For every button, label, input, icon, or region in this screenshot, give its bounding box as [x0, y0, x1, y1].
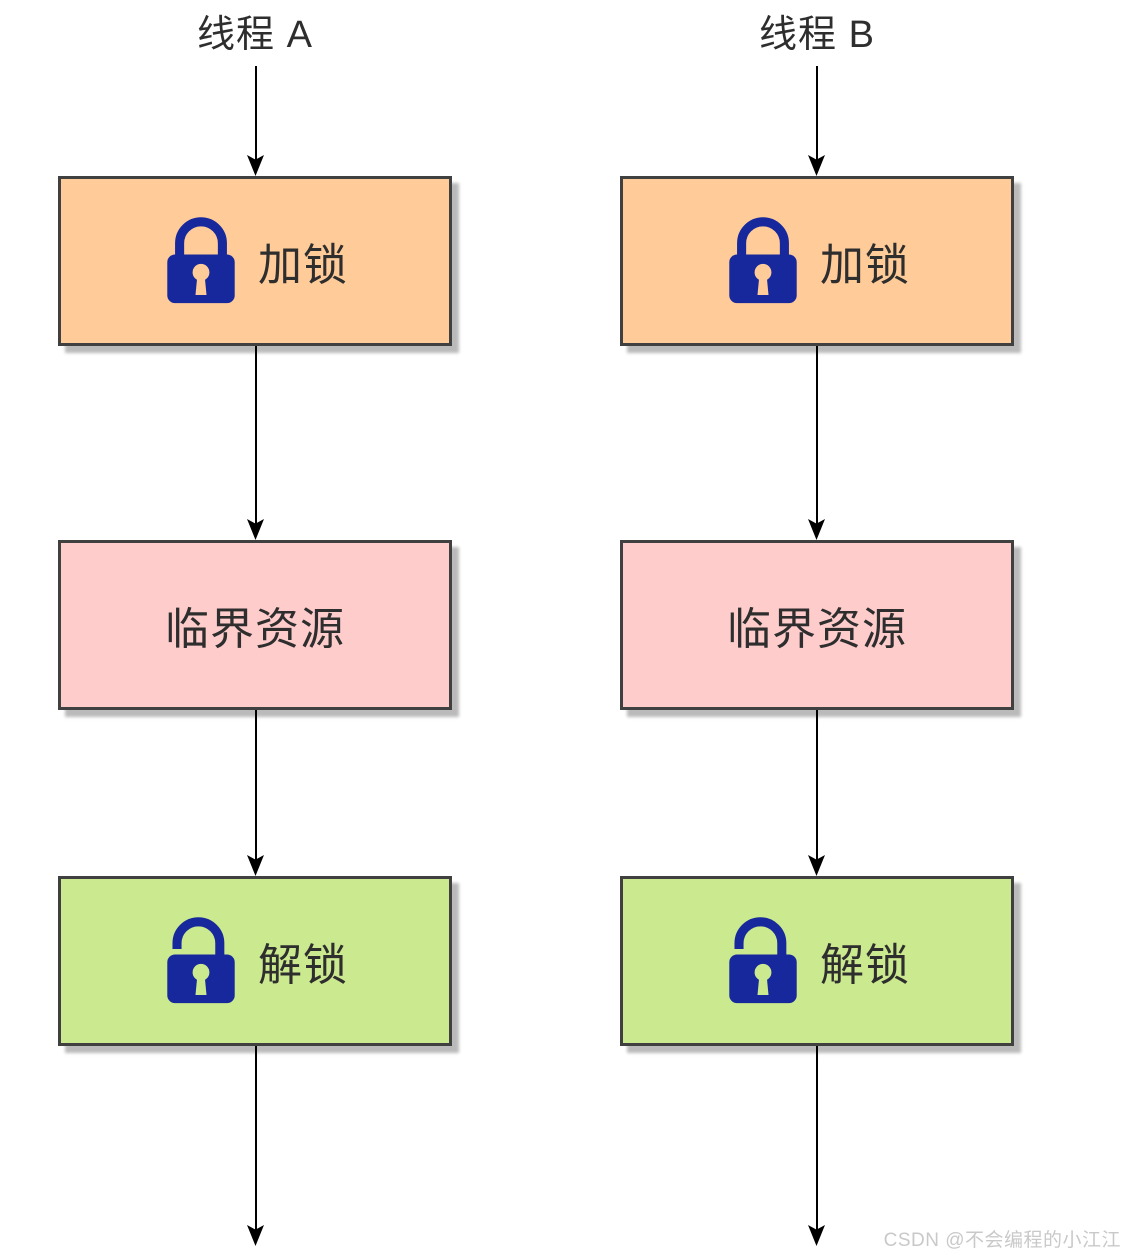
- lock-open-icon: [724, 914, 802, 1008]
- arrow-line: [815, 710, 818, 863]
- flow-arrow: [247, 710, 264, 876]
- unlock-step-box: 解锁: [620, 876, 1014, 1046]
- thread-a-title: 线程 A: [197, 14, 313, 56]
- flow-arrow: [808, 710, 825, 876]
- flow-arrow: [247, 346, 264, 540]
- arrow-line: [815, 66, 818, 163]
- flow-arrow: [247, 66, 264, 176]
- lock-step-box: 加锁: [58, 176, 452, 346]
- arrow-line: [815, 1046, 818, 1233]
- lock-step-box: 加锁: [620, 176, 1014, 346]
- critical-resource-box: 临界资源: [620, 540, 1014, 710]
- arrow-line: [254, 346, 257, 527]
- arrow-line: [254, 66, 257, 163]
- unlock-step-box: 解锁: [58, 876, 452, 1046]
- csdn-watermark: CSDN @不会编程的小江江: [883, 1230, 1121, 1251]
- flow-arrow: [247, 1046, 264, 1246]
- flow-arrow: [808, 1046, 825, 1246]
- box-label: 临界资源: [727, 605, 907, 654]
- arrow-line: [254, 1046, 257, 1233]
- box-label: 加锁: [258, 241, 348, 290]
- lock-closed-icon: [162, 214, 240, 308]
- flow-arrow: [808, 66, 825, 176]
- thread-b-title: 线程 B: [759, 14, 875, 56]
- arrow-line: [815, 346, 818, 527]
- lock-closed-icon: [724, 214, 802, 308]
- box-label: 临界资源: [165, 605, 345, 654]
- box-label: 加锁: [820, 241, 910, 290]
- arrow-line: [254, 710, 257, 863]
- box-label: 解锁: [820, 941, 910, 990]
- critical-resource-box: 临界资源: [58, 540, 452, 710]
- box-label: 解锁: [258, 941, 348, 990]
- lock-open-icon: [162, 914, 240, 1008]
- flow-arrow: [808, 346, 825, 540]
